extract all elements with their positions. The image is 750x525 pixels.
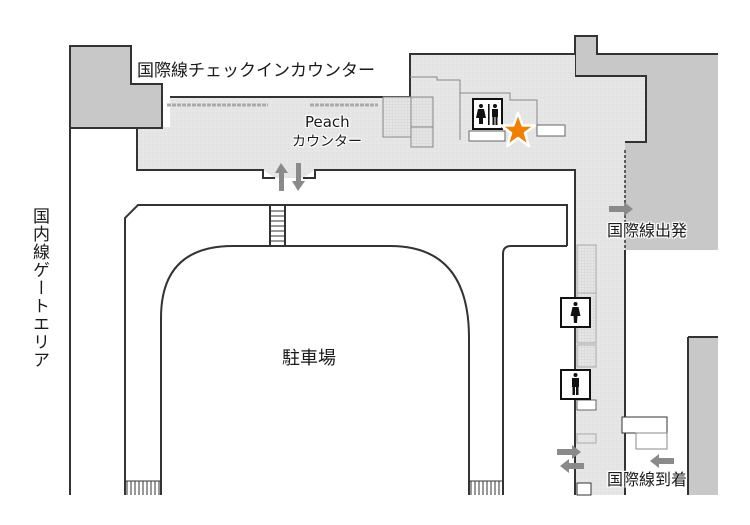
restroom-icon[interactable] <box>472 98 503 130</box>
arrow-left-icon <box>560 459 584 473</box>
label-intl-checkin-counter: 国際線チェックインカウンター <box>137 61 375 81</box>
womens-restroom-icon[interactable] <box>560 297 591 328</box>
current-location-star-icon[interactable] <box>499 111 537 148</box>
arrow-up-icon <box>275 163 288 191</box>
flow-arrows <box>275 163 674 473</box>
checkin-building-block <box>69 45 163 495</box>
arrival-boxes <box>621 416 668 450</box>
arrow-right-departure-icon <box>609 202 633 216</box>
label-domestic-gate-area: 国内線ゲートエリア <box>29 207 49 369</box>
label-parking: 駐車場 <box>282 348 336 369</box>
mens-restroom-icon[interactable] <box>560 369 591 400</box>
label-peach-counter: カウンター <box>292 134 362 150</box>
arrow-right-icon <box>557 445 581 459</box>
concourse-floor <box>136 53 647 496</box>
arrow-down-icon <box>292 163 305 191</box>
label-intl-arrival: 国際線到着 <box>607 470 688 489</box>
stairs <box>270 210 285 242</box>
ramp-hatching <box>125 480 503 495</box>
arrow-left-arrival-icon <box>650 454 674 468</box>
label-peach-name: Peach <box>305 113 350 131</box>
parking-structure <box>124 204 568 495</box>
label-intl-departure: 国際線出発 <box>607 221 688 240</box>
